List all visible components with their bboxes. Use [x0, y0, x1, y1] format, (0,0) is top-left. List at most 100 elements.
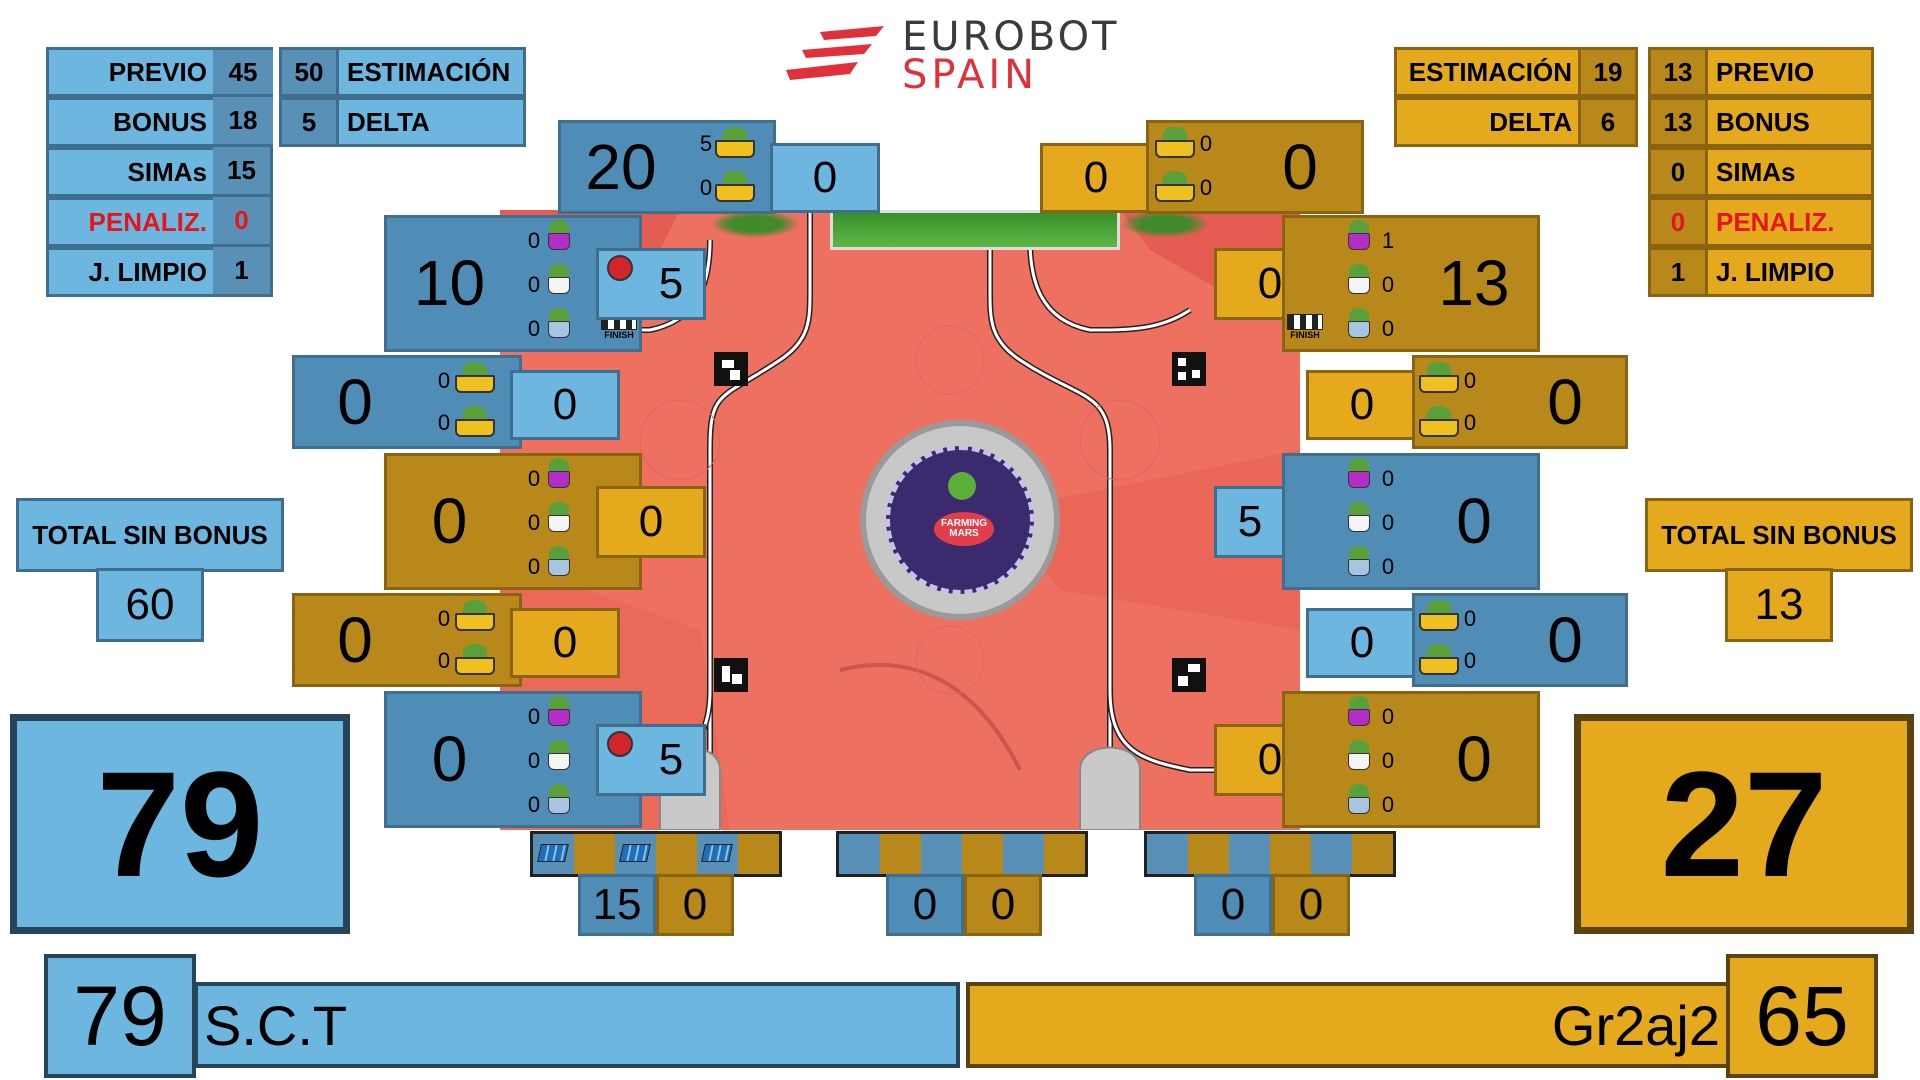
blue-previo-value: 45 [213, 47, 273, 97]
yellow-previo-label: PREVIO [1705, 47, 1874, 97]
blue-previo-label: PREVIO [46, 47, 216, 97]
zone-r3-score: 0 [1456, 485, 1492, 557]
ladybug-icon [607, 255, 633, 281]
planter-icon [1419, 600, 1459, 632]
zone-l5-inner: 5 [596, 724, 706, 796]
zone-l2-score: 0 [337, 366, 373, 438]
zone-l4-count-b: 0 [437, 648, 451, 673]
blue-pot-icon [545, 546, 573, 576]
yellow-estimacion-value: 19 [1578, 47, 1638, 97]
yellow-total-sin-bonus-label: TOTAL SIN BONUS [1645, 498, 1913, 572]
solar-3-yellow: 0 [1272, 874, 1350, 936]
planter-icon [715, 127, 755, 159]
zone-l3-count-b: 0 [527, 510, 541, 535]
ladybug-icon [607, 731, 633, 757]
planter-icon [1419, 362, 1459, 394]
zone-r4-count-a: 0 [1463, 606, 1477, 631]
yellow-total-sin-bonus-value: 13 [1725, 568, 1833, 642]
zone-r3-count-a: 0 [1381, 466, 1395, 491]
solar-slot [839, 834, 880, 874]
blue-delta-value: 5 [279, 97, 339, 147]
purple-pot-icon [1345, 696, 1373, 726]
solar-slot [615, 834, 656, 874]
blue-total-sin-bonus-value: 60 [96, 568, 204, 642]
yellow-estimacion-label: ESTIMACIÓN [1394, 47, 1581, 97]
zone-r4-score: 0 [1547, 604, 1583, 676]
planter-icon [1155, 171, 1195, 203]
solar-slot [1044, 834, 1085, 874]
planter-icon [1419, 644, 1459, 676]
solar-strip-2 [836, 831, 1088, 877]
blue-estimacion-value: 50 [279, 47, 339, 97]
yellow-delta-value: 6 [1578, 97, 1638, 147]
blue-simas-value: 15 [213, 147, 273, 197]
white-pot-icon [1345, 502, 1373, 532]
yellow-footer-score: 65 [1726, 954, 1878, 1078]
zone-l2-count-b: 0 [437, 410, 451, 435]
planter-icon [715, 171, 755, 203]
planter-icon [455, 362, 495, 394]
solar-slot [880, 834, 921, 874]
leaves-right-icon [1120, 210, 1210, 238]
white-pot-icon [545, 740, 573, 770]
white-pot-icon [1345, 264, 1373, 294]
top-yellow-count-2: 0 [1199, 175, 1213, 200]
yellow-zone-r2: 0 0 0 [1412, 355, 1628, 449]
zone-l5-inner-value: 5 [658, 735, 684, 784]
yellow-penaliz-value: 0 [1648, 197, 1708, 247]
blue-footer-score: 79 [44, 954, 196, 1078]
yellow-jlimpio-label: J. LIMPIO [1705, 247, 1874, 297]
blue-estimacion-label: ESTIMACIÓN [336, 47, 526, 97]
finish-label: FINISH [604, 330, 634, 340]
zone-r3-count-c: 0 [1381, 554, 1395, 579]
aruco-marker-bottom-left [714, 658, 748, 692]
zone-r2-inner: 0 [1306, 370, 1418, 440]
zone-l4-score: 0 [337, 604, 373, 676]
blue-total-sin-bonus-label: TOTAL SIN BONUS [16, 498, 284, 572]
zone-l1-count-a: 0 [527, 228, 541, 253]
solar-1-blue: 15 [578, 874, 656, 936]
logo-line1: EUROBOT [902, 14, 1120, 60]
blue-simas-label: SIMAs [46, 147, 216, 197]
zone-l3-count-a: 0 [527, 466, 541, 491]
solar-slot [656, 834, 697, 874]
planter-icon [1155, 127, 1195, 159]
blue-pot-icon [545, 308, 573, 338]
zone-l5-count-b: 0 [527, 748, 541, 773]
solar-strip-1 [530, 831, 782, 877]
zone-r1-count-c: 0 [1381, 316, 1395, 341]
finish-flag-icon: FINISH [1287, 314, 1323, 340]
planter-icon [1419, 406, 1459, 438]
zone-l1-count-c: 0 [527, 316, 541, 341]
blue-pot-icon [1345, 546, 1373, 576]
white-pot-icon [545, 264, 573, 294]
blue-jlimpio-label: J. LIMPIO [46, 247, 216, 297]
solar-slot [574, 834, 615, 874]
blue-total-sin-bonus: TOTAL SIN BONUS 60 [16, 498, 286, 646]
solar-slot [921, 834, 962, 874]
top-yellow-score: 0 [1282, 131, 1318, 203]
solar-panel-icon [617, 838, 653, 868]
zone-l4-count-a: 0 [437, 606, 451, 631]
logo-swoosh-icon [780, 22, 900, 88]
blue-zone-r3: 0 0 0 0 [1282, 453, 1540, 590]
yellow-simas-value: 0 [1648, 147, 1708, 197]
zone-l1-inner-value: 5 [658, 259, 684, 308]
yellow-zone-r5: 0 0 0 0 [1282, 691, 1540, 828]
blue-pot-icon [1345, 308, 1373, 338]
white-pot-icon [1345, 740, 1373, 770]
blue-bonus-value: 18 [213, 97, 273, 147]
zone-l3-count-c: 0 [527, 554, 541, 579]
yellow-stats-panel: ESTIMACIÓN 19 DELTA 6 13 PREVIO 13 BONUS… [1394, 47, 1874, 303]
zone-r1-count-b: 0 [1381, 272, 1395, 297]
top-yellow-count-1: 0 [1199, 131, 1213, 156]
yellow-total-sin-bonus: TOTAL SIN BONUS 13 [1645, 498, 1915, 646]
purple-pot-icon [545, 696, 573, 726]
solar-3-blue: 0 [1194, 874, 1272, 936]
aruco-marker-top-right [1172, 352, 1206, 386]
solar-slot [1229, 834, 1270, 874]
zone-l3-score: 0 [431, 485, 468, 557]
blue-big-score: 79 [10, 714, 350, 934]
solar-slot [697, 834, 738, 874]
yellow-penaliz-label: PENALIZ. [1705, 197, 1874, 247]
